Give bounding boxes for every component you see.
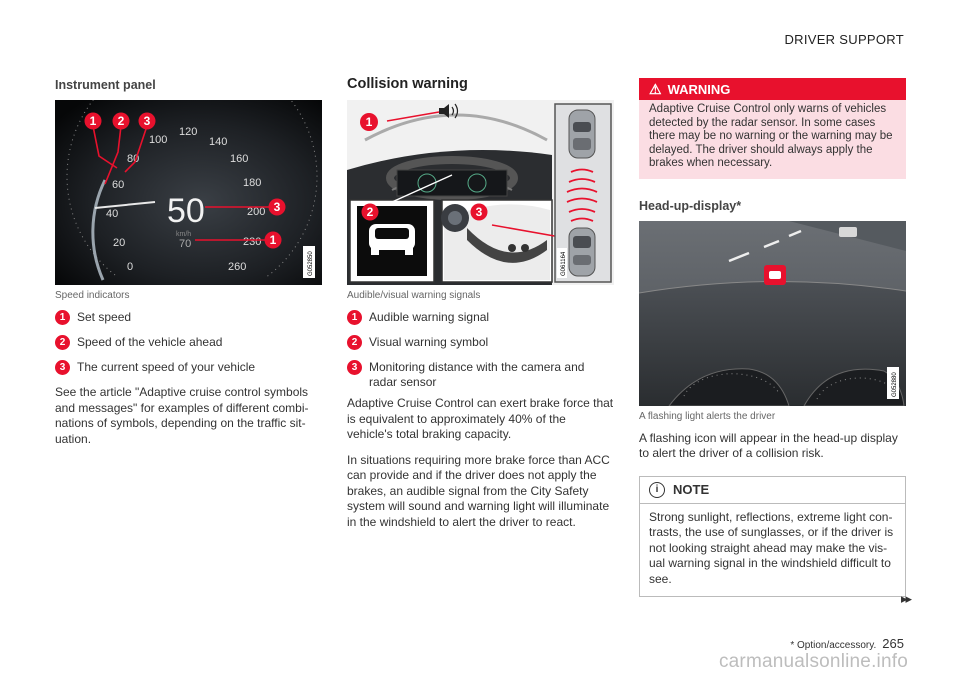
body-paragraph: See the article "Adaptive cruise control… xyxy=(55,385,309,446)
body-paragraph: A flashing icon will appear in the head-… xyxy=(639,430,898,461)
note-box: i NOTE Strong sunlight, reflections, ext… xyxy=(639,475,906,597)
tick-label: 160 xyxy=(230,153,248,165)
number-badge: 3 xyxy=(347,360,362,375)
figure-code: G052880 xyxy=(892,371,898,396)
list-item-text: Visual warning symbol xyxy=(369,335,489,349)
list-item: 2 Speed of the vehicle ahead xyxy=(55,335,322,350)
callout-2: 2 xyxy=(367,205,374,219)
callout-3-right: 3 xyxy=(274,200,281,214)
warning-header: ⚠ WARNING xyxy=(639,78,906,100)
list-item-text: Audible warning signal xyxy=(369,310,490,324)
note-text: Strong sunlight, reflections, extreme li… xyxy=(649,509,894,586)
warning-title: WARNING xyxy=(667,81,731,97)
column-head-up-display: ⚠ WARNING Adaptive Cruise Control only w… xyxy=(639,78,906,597)
tick-label: 230 xyxy=(243,236,261,248)
number-badge: 1 xyxy=(55,310,70,325)
tick-label: 40 xyxy=(106,208,118,220)
collision-warning-illustration: 1 2 3 xyxy=(347,100,614,285)
continue-chevrons-icon: ▸▸ xyxy=(900,591,912,606)
callout-1: 1 xyxy=(366,115,373,129)
tick-label: 140 xyxy=(209,136,227,148)
list-item: 3 Monitoring distance with the camera and… xyxy=(347,360,614,390)
figure-caption: A flashing light alerts the driver xyxy=(639,410,776,422)
list-item-text: The current speed of your vehicle xyxy=(77,360,256,374)
callout-3: 3 xyxy=(476,205,483,219)
page-number: 265 xyxy=(882,636,904,651)
tick-label: 180 xyxy=(243,177,261,189)
heading-head-up-display: Head-up-display* xyxy=(639,198,742,213)
head-up-display-illustration: G052880 xyxy=(639,220,906,406)
number-badge: 2 xyxy=(55,335,70,350)
speedometer-illustration: 0 20 40 60 80 100 120 140 160 180 200 23… xyxy=(55,100,322,285)
figure-caption: Speed indicators xyxy=(55,290,130,301)
number-badge: 1 xyxy=(347,310,362,325)
body-paragraph: In situations requiring more brake force… xyxy=(347,452,610,529)
tick-label: 60 xyxy=(112,179,124,191)
tick-label: 120 xyxy=(179,126,197,138)
callout-2: 2 xyxy=(118,114,125,128)
figure-code: G061164 xyxy=(561,251,567,276)
list-item-text: Monitoring distance with the camera and … xyxy=(369,360,585,389)
list-item-text: Speed of the vehicle ahead xyxy=(77,335,223,349)
section-header: DRIVER SUPPORT xyxy=(784,32,904,47)
warning-box: ⚠ WARNING Adaptive Cruise Control only w… xyxy=(639,78,906,179)
speed-unit: km/h xyxy=(176,231,191,238)
body-paragraph: Adaptive Cruise Control can exert brake … xyxy=(347,396,614,441)
column-collision-warning: Collision warning 1 2 xyxy=(347,76,614,540)
list-item-text: Set speed xyxy=(77,310,132,324)
footnote: * Option/accessory. xyxy=(790,640,877,651)
list-item: 1 Set speed xyxy=(55,310,322,325)
info-icon: i xyxy=(649,481,665,498)
number-badge: 3 xyxy=(55,360,70,375)
callout-1-right: 1 xyxy=(270,233,277,247)
note-title: NOTE xyxy=(673,482,710,497)
warning-text: Adaptive Cruise Control only warns of ve… xyxy=(649,103,893,169)
callout-3: 3 xyxy=(144,114,151,128)
figure-speedometer: 0 20 40 60 80 100 120 140 160 180 200 23… xyxy=(55,100,322,285)
figure-code: G052850 xyxy=(308,251,314,276)
tick-label: 20 xyxy=(113,237,125,249)
heading-collision-warning: Collision warning xyxy=(347,76,468,92)
set-speed-readout: 70 xyxy=(179,238,191,250)
note-header: i NOTE xyxy=(640,477,905,504)
tick-label: 100 xyxy=(149,134,167,146)
list-item: 2 Visual warning symbol xyxy=(347,335,614,350)
tick-label: 260 xyxy=(228,261,246,273)
page-footer: * Option/accessory. 265 xyxy=(790,636,904,651)
heading-instrument-panel: Instrument panel xyxy=(55,78,156,92)
current-speed-readout: 50 xyxy=(167,192,205,230)
figure-caption: Audible/visual warning signals xyxy=(347,290,481,301)
figure-collision-warning: 1 2 3 xyxy=(347,100,614,285)
tick-label: 200 xyxy=(247,206,265,218)
callout-1: 1 xyxy=(90,114,97,128)
tick-label: 0 xyxy=(127,261,133,273)
number-badge: 2 xyxy=(347,335,362,350)
warning-triangle-icon: ⚠ xyxy=(649,80,662,97)
figure-head-up-display: G052880 xyxy=(639,220,906,406)
list-item: 1 Audible warning signal xyxy=(347,310,614,325)
column-instrument-panel: Instrument panel 0 20 40 60 80 100 120 1… xyxy=(55,78,322,457)
list-item: 3 The current speed of your vehicle xyxy=(55,360,322,375)
watermark: carmanualsonline.info xyxy=(718,651,908,672)
